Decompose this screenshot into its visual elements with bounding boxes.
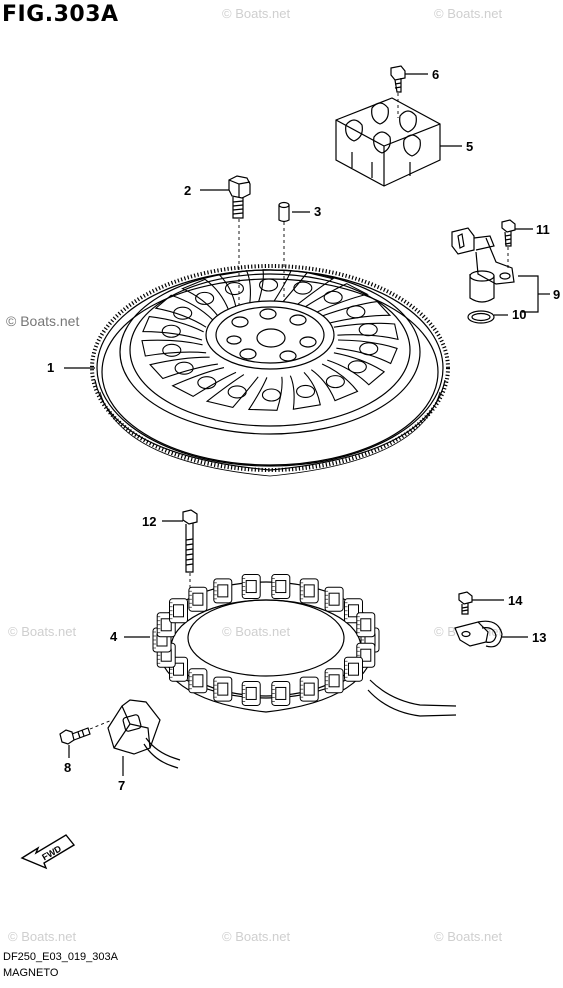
flywheel-vent-hole — [173, 306, 193, 320]
flywheel-vent-hole — [296, 384, 316, 398]
stator-coil — [213, 578, 233, 604]
part-12-bolt — [182, 509, 198, 573]
stator-coil — [299, 578, 319, 604]
stator-coil — [241, 680, 261, 706]
flywheel-vent-hole — [162, 343, 182, 357]
flywheel-fan-blade — [205, 374, 259, 408]
callout-4: 4 — [110, 629, 118, 644]
figure-caption: MAGNETO — [3, 967, 59, 979]
stator-coil — [299, 676, 319, 702]
flywheel-fan-blade — [142, 315, 204, 341]
flywheel-fan-blade — [310, 363, 359, 402]
flywheel-vent-hole — [323, 290, 343, 304]
watermark: © Boats.net — [8, 929, 77, 944]
part-1-flywheel — [90, 264, 450, 477]
watermark: © Boats.net — [434, 929, 503, 944]
callout-11: 11 — [536, 222, 550, 237]
watermark: © Boats.net — [434, 6, 503, 21]
flywheel-fan-blade — [154, 294, 214, 328]
part-8-screw — [59, 727, 91, 745]
flywheel-vent-hole — [261, 388, 282, 402]
flywheel-fan-blade — [141, 339, 207, 357]
watermark: © Boats.net — [222, 929, 291, 944]
flywheel-fan-blade — [333, 322, 399, 341]
stator-coil — [343, 656, 363, 682]
watermark: © Boats.net — [222, 624, 291, 639]
callout-5: 5 — [466, 139, 474, 154]
flywheel-fan-blade — [257, 269, 292, 304]
callout-10: 10 — [512, 307, 527, 322]
flywheel-fan-blade — [181, 278, 230, 317]
flywheel-vent-hole — [227, 385, 247, 399]
flywheel-fan-blade — [149, 356, 218, 380]
callout-13: 13 — [532, 630, 547, 645]
stator-coil — [188, 586, 208, 612]
watermark: © Boats.net — [8, 624, 77, 639]
flywheel-vent-hole — [358, 323, 378, 337]
part-11-bolt — [501, 219, 516, 247]
flywheel-vent-hole — [359, 342, 379, 356]
part-3-dowel-pin — [278, 201, 290, 223]
flywheel-vent-hole — [293, 281, 313, 295]
flywheel-fan-blade — [247, 376, 283, 411]
stator-coil — [324, 668, 344, 694]
fwd-arrow — [20, 834, 76, 870]
flywheel-fan-blade — [281, 272, 335, 306]
flywheel-fan-blade — [171, 366, 237, 397]
flywheel-vent-hole — [258, 278, 279, 292]
callout-3: 3 — [314, 204, 322, 219]
callout-9: 9 — [553, 287, 561, 302]
part-13-clamp — [454, 620, 503, 648]
part-2-bolt — [228, 175, 251, 219]
flywheel-vent-hole — [224, 282, 244, 296]
part-7-pulser-coil — [107, 699, 181, 769]
callout-2: 2 — [184, 183, 192, 198]
flywheel-vent-hole — [325, 375, 345, 389]
watermark: © Boats.net — [6, 313, 80, 329]
stator-coil — [188, 668, 208, 694]
flywheel-vent-hole — [174, 361, 194, 375]
part-14-screw — [458, 591, 473, 615]
part-10-o-ring — [467, 310, 495, 324]
stator-coil — [169, 598, 189, 624]
callout-1: 1 — [47, 360, 55, 375]
stator-coil — [356, 612, 376, 638]
stator-coil — [271, 680, 291, 706]
flywheel-fan-blade — [336, 339, 398, 365]
part-5-cable-holder — [335, 97, 441, 187]
callout-6: 6 — [432, 67, 440, 82]
callout-14: 14 — [508, 593, 523, 608]
callout-12: 12 — [142, 514, 157, 529]
flywheel-vent-hole — [347, 360, 367, 374]
callout-8: 8 — [64, 760, 72, 775]
flywheel-fan-blade — [218, 270, 251, 308]
part-6-bolt — [390, 65, 406, 93]
figure-code: DF250_E03_019_303A — [3, 951, 118, 963]
flywheel-vent-hole — [195, 291, 215, 305]
flywheel-fan-blade — [303, 283, 369, 313]
part-9-sensor — [451, 227, 515, 303]
part-4-stator — [152, 574, 457, 717]
watermark: © Boats.net — [222, 6, 291, 21]
stator-coil — [213, 676, 233, 702]
stator-coil — [324, 586, 344, 612]
callout-7: 7 — [118, 778, 126, 793]
flywheel-fan-blade — [327, 352, 386, 386]
flywheel-vent-hole — [197, 376, 217, 390]
stator-coil — [271, 574, 291, 600]
flywheel-vent-hole — [161, 324, 181, 338]
flywheel-vent-hole — [346, 305, 366, 319]
figure-title: FIG.303A — [2, 2, 119, 27]
stator-coil — [241, 574, 261, 600]
flywheel-fan-blade — [321, 300, 392, 324]
flywheel-fan-blade — [289, 372, 321, 410]
